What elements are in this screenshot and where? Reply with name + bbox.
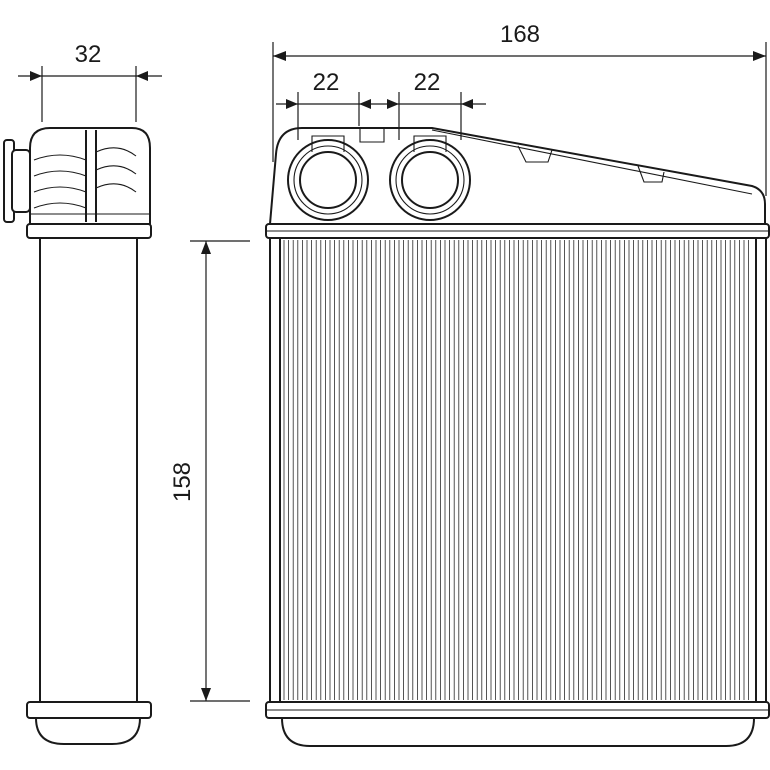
side-top-plate	[26, 223, 152, 239]
front-inlet-pipe	[287, 135, 369, 221]
front-core	[269, 237, 767, 703]
dim-core-height	[190, 240, 250, 702]
dim-total-width	[272, 42, 767, 196]
front-core-fins	[283, 240, 749, 700]
label-total-width: 168	[500, 21, 540, 48]
side-bottom-tank	[35, 717, 141, 745]
side-pipe-stub	[3, 139, 31, 223]
dim-pipe-spacing	[276, 92, 486, 140]
front-bottom-tank	[281, 717, 755, 747]
side-view	[3, 127, 152, 745]
label-side-depth: 32	[75, 41, 102, 68]
side-bottom-plate	[26, 701, 152, 719]
side-header-tank	[29, 127, 151, 225]
label-pipe-spacing-2: 22	[414, 69, 441, 96]
front-header-tank	[269, 127, 766, 225]
dim-side-depth	[18, 66, 162, 122]
side-core	[39, 237, 138, 703]
label-pipe-spacing-1: 22	[313, 69, 340, 96]
front-outlet-pipe	[389, 135, 471, 221]
label-core-height: 158	[169, 462, 196, 502]
front-view	[265, 127, 770, 747]
